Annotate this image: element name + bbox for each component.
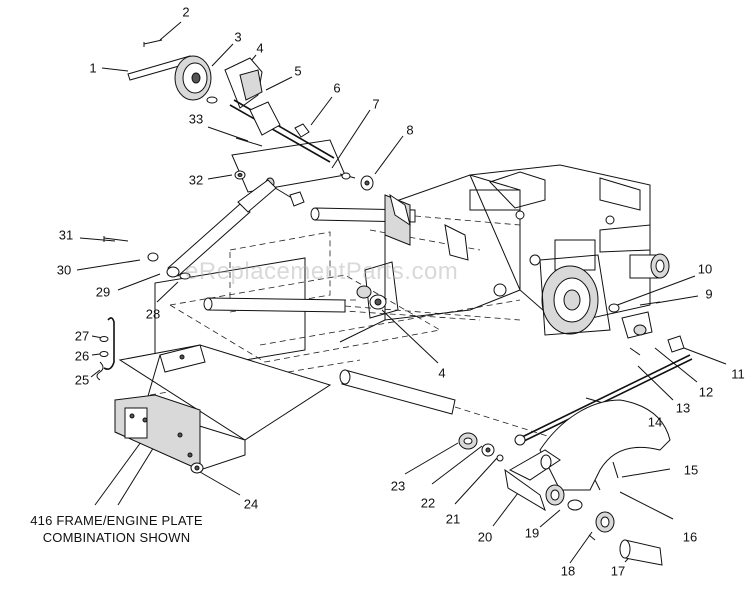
callout-6: 6	[333, 80, 341, 96]
callout-22: 22	[420, 495, 436, 511]
nut-24	[190, 462, 204, 474]
callout-25: 25	[74, 372, 90, 388]
callout-12: 12	[698, 384, 714, 400]
arm-mounting-plate	[231, 139, 356, 193]
callout-29: 29	[95, 284, 111, 300]
pedal-assembly	[458, 399, 671, 566]
frame-plate-caption: 416 FRAME/ENGINE PLATE COMBINATION SHOWN	[4, 512, 229, 546]
callout-11: 11	[731, 366, 745, 382]
callout-15: 15	[683, 462, 699, 478]
callout-9: 9	[705, 286, 713, 302]
callout-33: 33	[188, 111, 204, 127]
callout-10: 10	[697, 261, 713, 277]
caption-line-1: 416 FRAME/ENGINE PLATE	[30, 513, 203, 528]
leader-lines	[76, 21, 727, 564]
gas-spring	[103, 179, 277, 280]
caption-line-2: COMBINATION SHOWN	[42, 530, 191, 545]
hook-assembly	[96, 317, 115, 381]
callout-3: 3	[234, 29, 242, 45]
callout-27: 27	[74, 328, 90, 344]
callout-8: 8	[406, 122, 414, 138]
callout-13: 13	[675, 400, 691, 416]
transaxle-frame	[339, 164, 670, 343]
callout-32: 32	[188, 172, 204, 188]
watermark: eReplacementParts.com	[185, 258, 459, 285]
callout-24: 24	[243, 496, 259, 512]
callout-7: 7	[372, 96, 380, 112]
callout-5: 5	[294, 63, 302, 79]
callout-4-lower: 4	[438, 365, 446, 381]
callout-28: 28	[145, 306, 161, 322]
shift-linkage	[514, 301, 693, 446]
callout-1: 1	[89, 60, 97, 76]
callout-19: 19	[524, 525, 540, 541]
cross-tubes	[203, 207, 561, 441]
callout-17: 17	[610, 563, 626, 579]
frame-plate-combination	[114, 344, 332, 471]
callout-20: 20	[477, 529, 493, 545]
callout-18: 18	[560, 563, 576, 579]
callout-16: 16	[682, 529, 698, 545]
callout-21: 21	[445, 511, 461, 527]
callout-26: 26	[74, 348, 90, 364]
callout-31: 31	[58, 227, 74, 243]
pulley-group	[127, 39, 335, 163]
bushing-lower	[356, 285, 387, 310]
callout-14: 14	[647, 414, 663, 430]
callout-30: 30	[56, 262, 72, 278]
callout-23: 23	[390, 478, 406, 494]
callout-2: 2	[182, 4, 190, 20]
callout-4-upper: 4	[256, 40, 264, 56]
